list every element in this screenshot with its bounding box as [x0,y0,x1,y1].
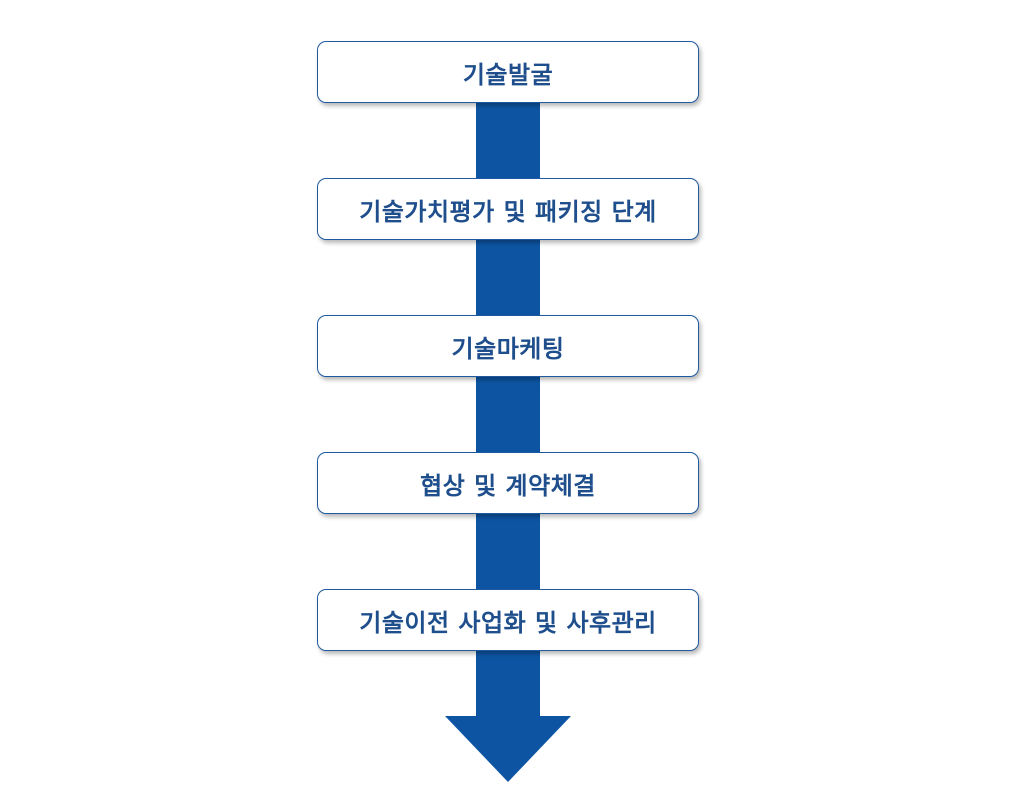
step-label: 기술가치평가 및 패키징 단계 [359,197,657,226]
step-label: 기술이전 사업화 및 사후관리 [359,608,657,637]
step-box-transfer-commercialization: 기술이전 사업화 및 사후관리 [317,589,699,651]
step-label: 협상 및 계약체결 [420,471,596,500]
step-label: 기술발굴 [462,60,554,89]
step-box-technology-discovery: 기술발굴 [317,41,699,103]
step-box-negotiation-contract: 협상 및 계약체결 [317,452,699,514]
step-box-valuation-packaging: 기술가치평가 및 패키징 단계 [317,178,699,240]
step-box-technology-marketing: 기술마케팅 [317,315,699,377]
step-label: 기술마케팅 [451,334,565,363]
